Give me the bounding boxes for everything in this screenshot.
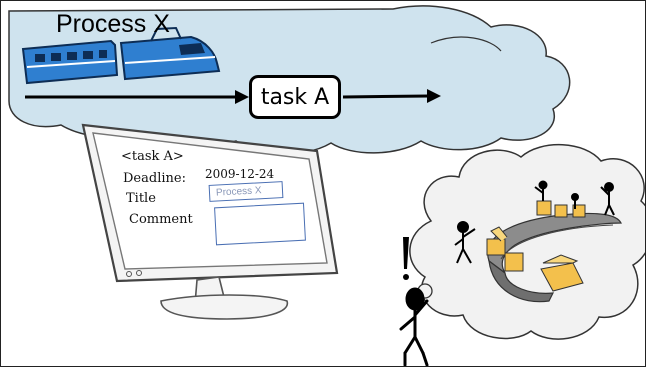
deadline-label: Deadline: bbox=[123, 171, 186, 186]
task-box: task A bbox=[249, 75, 341, 119]
form-heading: <task A> bbox=[121, 149, 184, 164]
title-label: Title bbox=[126, 191, 156, 206]
process-label: Process X bbox=[56, 10, 170, 38]
worker-figure-icon bbox=[454, 180, 615, 264]
task-label: task A bbox=[260, 84, 330, 110]
comment-label: Comment bbox=[129, 212, 193, 227]
flow-arrow-in bbox=[25, 90, 249, 104]
box-icon bbox=[486, 200, 586, 292]
exclamation-icon bbox=[403, 237, 409, 280]
deadline-value: 2009-12-24 bbox=[205, 167, 275, 181]
flow-arrow-out bbox=[342, 89, 441, 103]
thought-bubble-icon bbox=[409, 144, 645, 340]
comment-field[interactable] bbox=[214, 202, 306, 246]
train-icon bbox=[21, 26, 221, 85]
stick-figure-icon bbox=[399, 287, 429, 366]
